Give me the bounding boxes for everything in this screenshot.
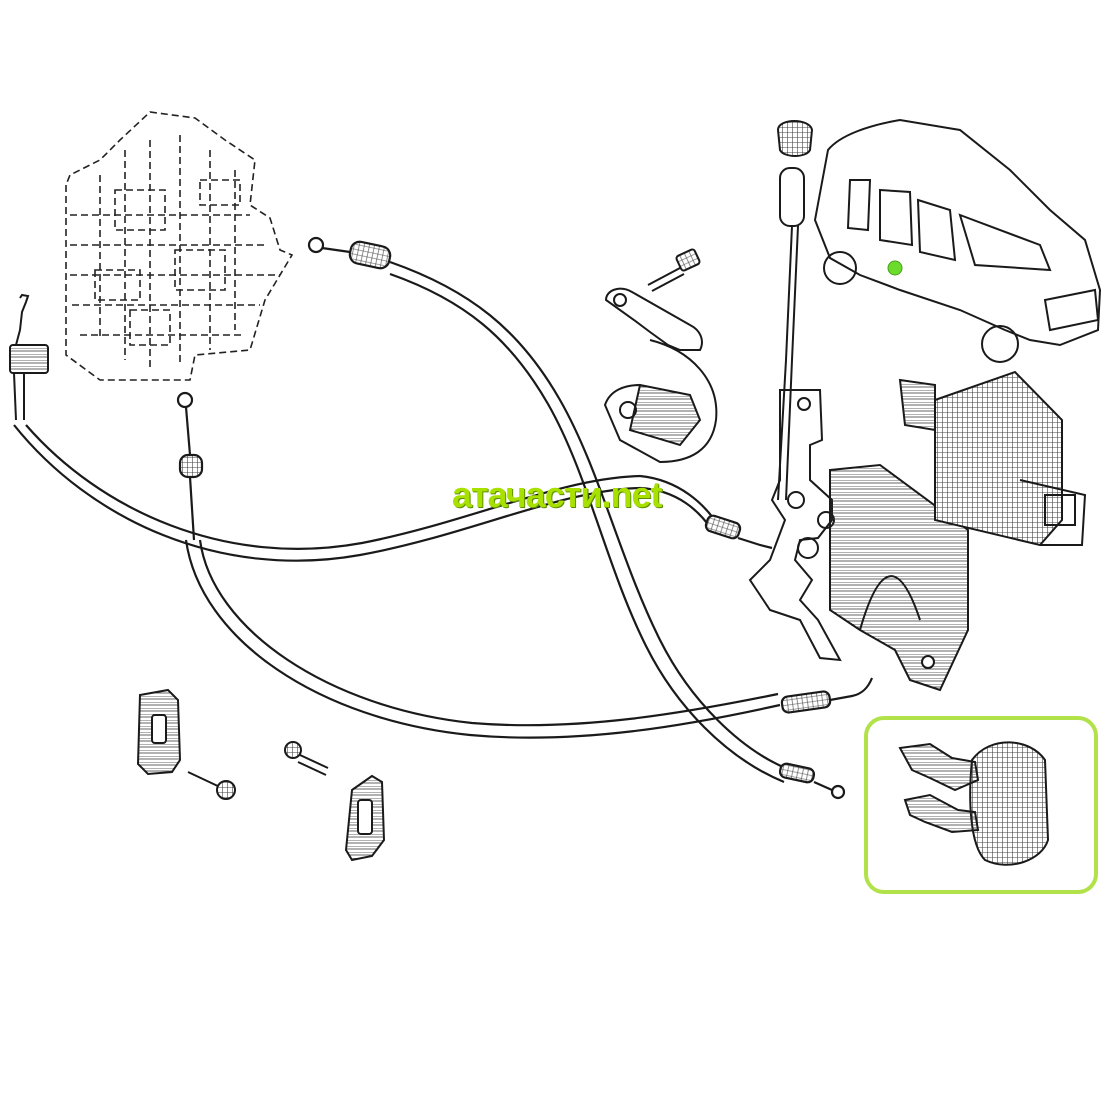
handle-escutcheon-left — [136, 688, 236, 800]
highlighted-part-frame — [864, 716, 1098, 894]
cable-c — [176, 391, 874, 739]
left-cable-end-fitting — [9, 293, 49, 421]
lock-rod-with-knob — [776, 120, 814, 501]
cable-b — [307, 236, 846, 800]
screw-top — [647, 248, 701, 292]
lock-actuator-motor — [898, 370, 1087, 547]
door-lock-mechanism — [748, 389, 969, 692]
door-handle-bezel-icon — [898, 741, 1050, 866]
handle-escutcheon-right — [344, 774, 386, 862]
inner-handle-bracket — [603, 287, 718, 464]
cable-a — [13, 424, 773, 562]
ghost-door-mechanism-outline — [65, 111, 294, 381]
van-illustration — [813, 118, 1102, 363]
watermark-text: атачасти.net — [452, 474, 662, 515]
door-handle-location-marker — [887, 260, 903, 276]
screw-middle — [284, 741, 329, 776]
